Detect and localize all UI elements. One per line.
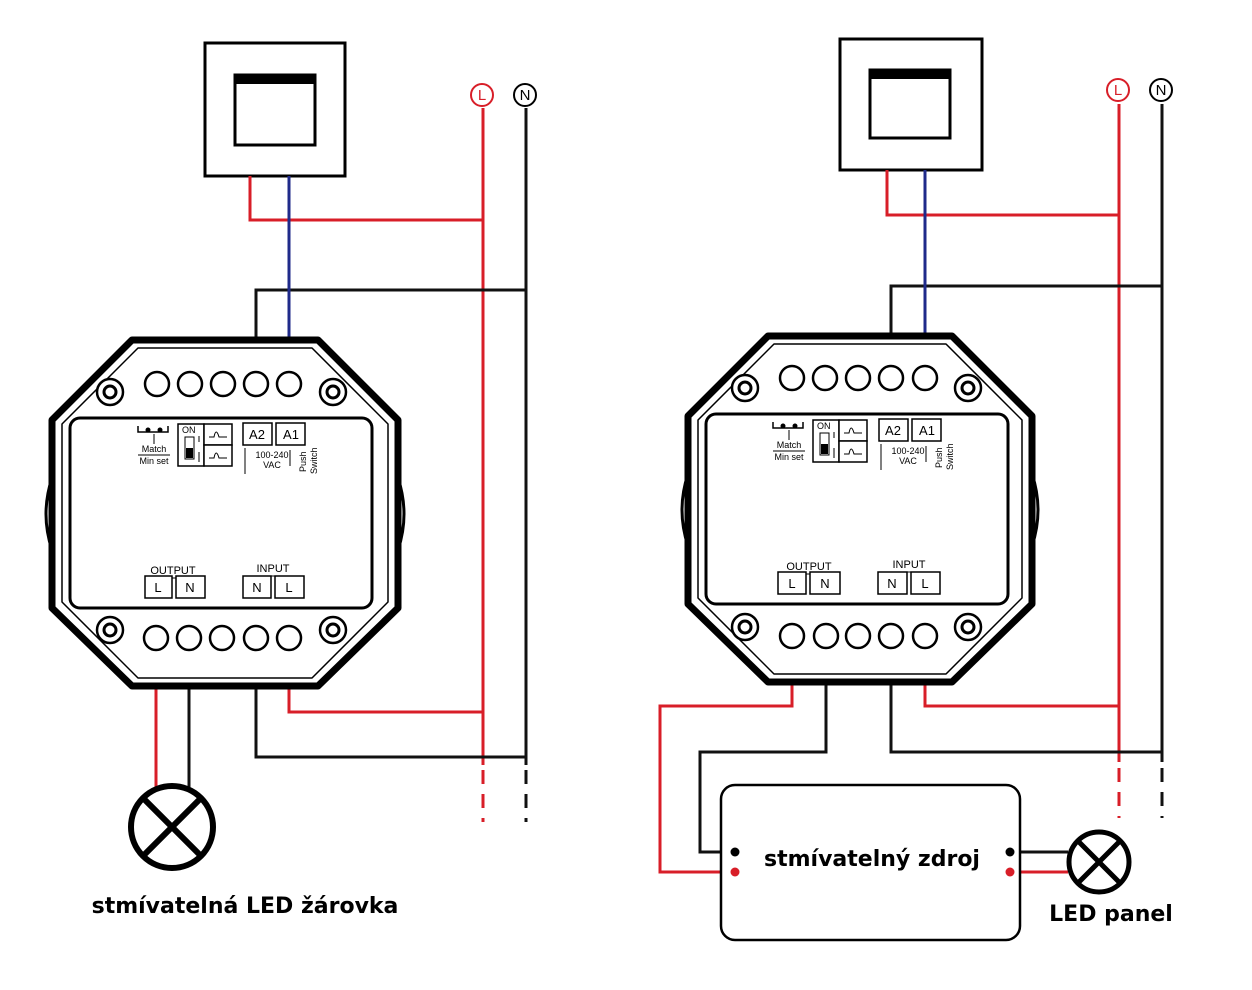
left-neutral-marker: N [513,83,537,107]
right-voltage-label: 100-240 [891,446,924,456]
right-input-label: INPUT [893,559,926,571]
left-output-n: N [185,580,194,595]
left-neutral-label: N [520,87,531,104]
right-neutral-label: N [1156,82,1167,99]
left-vac-label: VAC [263,460,281,470]
right-vac-label: VAC [899,456,917,466]
right-dip-on-label: ON [817,421,831,431]
right-input-n: N [887,576,896,591]
right-output-n: N [820,576,829,591]
right-output-label: OUTPUT [786,561,832,573]
right-push-label: Push [934,447,944,468]
left-live-marker: L [470,83,494,107]
left-output-label: OUTPUT [150,565,196,577]
right-driver-label: stmívatelný zdroj [764,847,980,872]
right-push-switch [838,37,984,172]
left-lamp-icon [128,783,216,871]
left-dip-on-label: ON [182,425,196,435]
right-switch-label: Switch [945,443,955,470]
left-match-label: Match [142,444,167,454]
left-live-label: L [478,87,486,104]
right-live-marker: L [1106,78,1130,102]
right-load-label: LED panel [1049,902,1173,927]
right-dimmable-driver: stmívatelný zdroj [719,783,1022,942]
left-load-label: stmívatelná LED žárovka [92,894,399,919]
right-output-l: L [788,576,795,591]
left-voltage-label: 100-240 [255,450,288,460]
left-wiring-diagram: L N [44,41,537,919]
left-minset-label: Min set [139,456,169,466]
left-dimmer-module: Match Min set ON A2 A1 100-240 VAC Push [44,336,406,690]
right-terminal-a1: A1 [919,423,935,438]
left-terminal-a2: A2 [249,427,265,442]
left-push-switch [203,41,347,178]
left-terminal-a1: A1 [283,427,299,442]
left-input-n: N [252,580,261,595]
right-dimmer-module: Match Min set ON A2 A1 100-240 VAC Push … [680,332,1040,686]
left-input-l: L [285,580,292,595]
left-output-l: L [154,580,161,595]
right-live-label: L [1114,82,1122,99]
right-led-panel-icon [1066,829,1132,895]
right-wiring-diagram: L N [658,37,1173,942]
right-terminal-a2: A2 [885,423,901,438]
right-minset-label: Min set [774,452,804,462]
left-input-label: INPUT [257,563,290,575]
right-match-label: Match [777,440,802,450]
right-neutral-marker: N [1149,78,1173,102]
right-input-l: L [921,576,928,591]
left-switch-label: Switch [309,447,319,474]
left-push-label: Push [298,451,308,472]
